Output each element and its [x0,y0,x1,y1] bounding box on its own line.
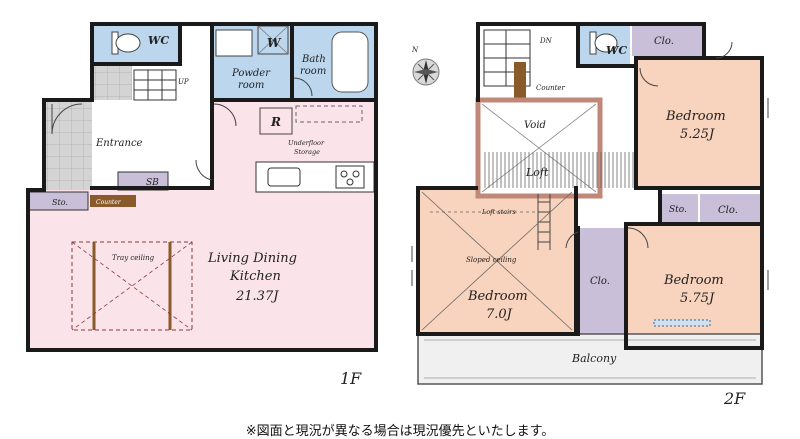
label-sb: SB [146,178,159,188]
sloped-ceiling-lines [421,191,573,331]
label-powder-1: Powder [231,68,271,79]
balcony-area [417,333,763,385]
kitchen-sink [267,167,301,187]
label-clo-mid: Clo. [590,276,610,287]
label-clo-right: Clo. [718,205,738,216]
label-w: W [267,36,282,50]
label-bedroom-a-size: 5.25J [680,127,715,142]
doors-2f [565,41,733,249]
powder-sink [215,29,253,57]
floor1-plan [26,22,378,352]
label-up: UP [178,78,189,86]
floor2-plan [411,22,769,385]
label-underfloor-1: Underfloor [288,139,325,147]
label-bedroom-b-size: 7.0J [486,307,513,322]
bedroom-a-room [638,58,762,188]
label-bedroom-b: Bedroom [467,289,528,304]
compass-icon [412,58,440,86]
underfloor-storage [295,105,363,123]
label-dn: DN [539,37,553,45]
counter-1f [90,195,136,207]
footnote: ※図面と現況が異なる場合は現況優先といたします。 [245,424,555,439]
stairs-1f [133,69,177,101]
label-wc-1f: WC [148,34,169,47]
labels: WC W Powder room Bath room UP Entrance R… [52,34,746,408]
windows-2f [411,98,769,290]
label-tray-ceiling: Tray ceiling [112,254,155,262]
wc-toilet-bowl [115,33,141,53]
label-bedroom-c: Bedroom [663,273,724,288]
label-sloped-ceiling: Sloped ceiling [466,256,517,264]
label-counter-1f: Counter [96,199,122,206]
stairs-2f [483,29,531,87]
label-void: Void [524,120,546,131]
stove-icon [335,165,365,189]
label-floor-2f: 2F [723,389,746,408]
label-entrance: Entrance [95,138,143,149]
bedroom-c-room [628,224,762,348]
walls-2f [416,22,764,350]
compass-north-label: N [411,46,419,54]
loft-ladder [537,194,551,250]
label-loft: Loft [525,166,549,179]
label-bedroom-a: Bedroom [665,109,726,124]
label-sto-1f: Sto. [52,198,68,207]
fridge-box [259,107,293,135]
storage-2f [662,194,698,222]
label-r: R [270,115,281,129]
label-ldk-1: Living Dining [207,251,297,266]
ldk-room [28,190,376,350]
tray-ceiling [71,241,193,331]
closet-mid [580,228,626,334]
walls-1f [26,22,378,352]
closet-right [700,194,760,222]
label-sto-2f: Sto. [669,205,687,215]
label-counter-2f: Counter [536,84,566,92]
label-ldk-size: 21.37J [235,289,279,304]
label-bath-2: room [300,66,326,77]
label-underfloor-2: Storage [294,148,320,156]
label-ldk-2: Kitchen [229,269,281,284]
label-bath-1: Bath [301,54,326,65]
stair-hall-tile [92,66,132,100]
entrance-tile [44,100,92,190]
label-bedroom-c-size: 5.75J [680,291,715,306]
label-clo-top: Clo. [654,36,674,47]
label-powder-2: room [238,80,264,91]
label-floor-1f: 1F [340,369,362,388]
closet-top [632,24,704,56]
counter-2f [514,62,526,100]
bath-tub [331,31,369,93]
label-balcony: Balcony [571,352,617,365]
doors-1f [51,77,313,181]
loft-slats [484,152,636,188]
bedroom-c-fixture [653,319,711,327]
label-loft-stairs: Loft stairs [481,208,516,216]
label-wc-2f: WC [606,44,627,57]
